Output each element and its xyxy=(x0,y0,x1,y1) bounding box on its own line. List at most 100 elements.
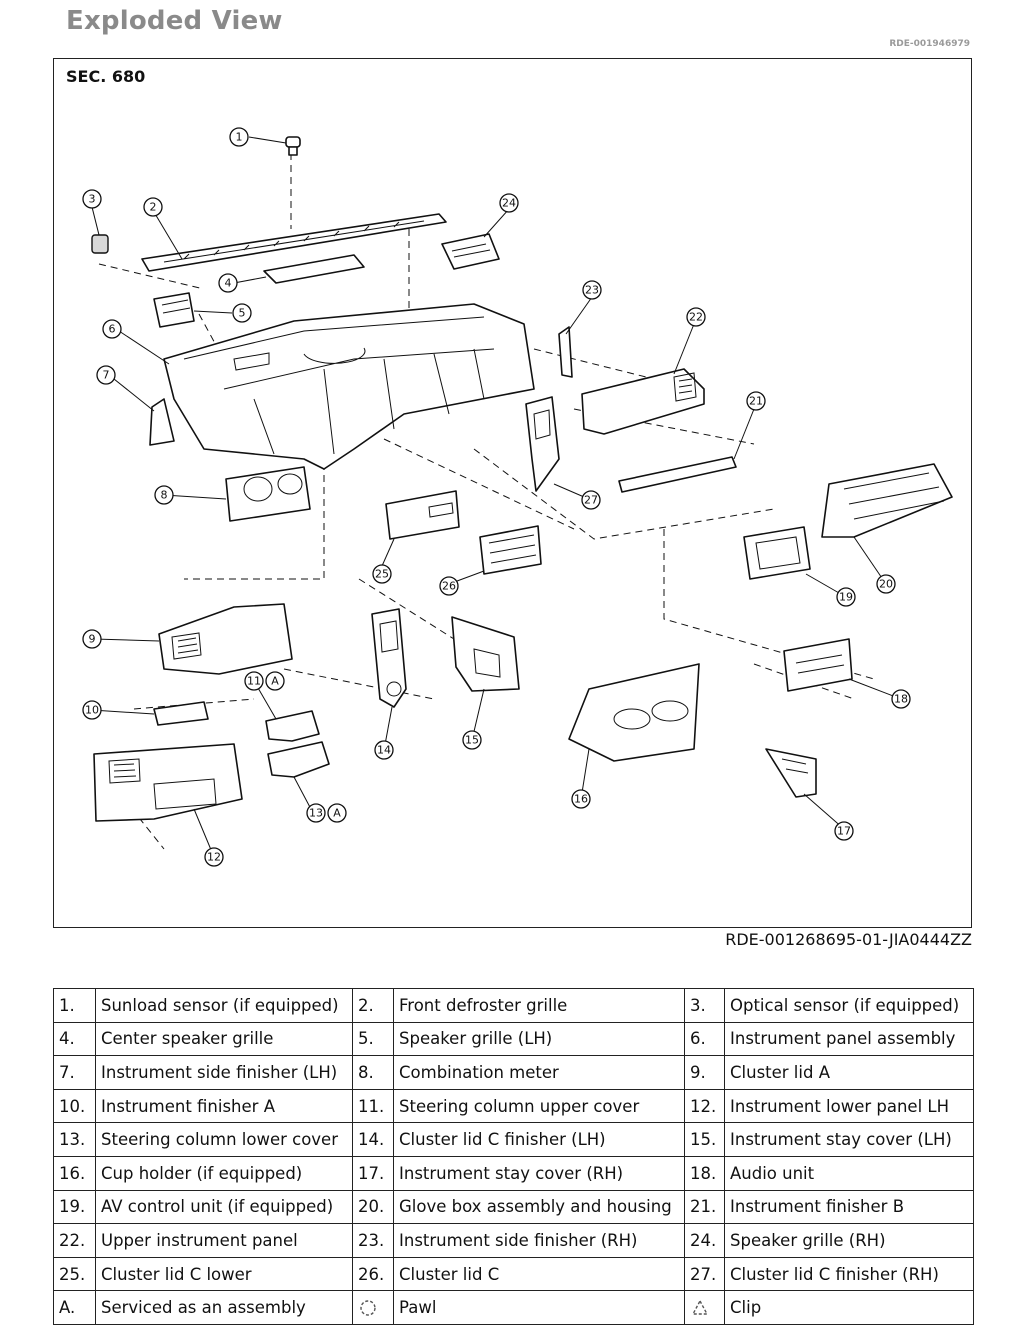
figure-code: RDE-001268695-01-JIA0444ZZ xyxy=(725,930,972,949)
page-title: Exploded View xyxy=(66,6,283,36)
callout-17: 17 xyxy=(834,821,854,841)
legend-number: 10. xyxy=(53,1088,96,1124)
svg-text:9: 9 xyxy=(89,633,96,646)
callout-16: 16 xyxy=(571,789,591,809)
legend-number: 4. xyxy=(53,1021,96,1057)
legend-number: A. xyxy=(53,1290,96,1325)
svg-text:27: 27 xyxy=(584,494,598,507)
svg-text:25: 25 xyxy=(375,568,389,581)
cup-holder-part xyxy=(568,663,700,762)
callout-markers: 1 2 3 4 5 6 7 8 9 10 11 A 12 13 A 14 15 … xyxy=(82,127,911,867)
legend-number: 13. xyxy=(53,1122,96,1157)
legend-label: Glove box assembly and housing xyxy=(393,1189,685,1225)
cluster-lid-c-finisher-lh-part xyxy=(371,608,407,708)
av-control-unit-part xyxy=(743,526,811,580)
svg-text:19: 19 xyxy=(839,591,853,604)
svg-text:23: 23 xyxy=(585,284,599,297)
legend-label: Combination meter xyxy=(393,1055,685,1090)
legend-number: 9. xyxy=(684,1055,725,1090)
legend-number: 7. xyxy=(53,1055,96,1090)
svg-text:17: 17 xyxy=(837,825,851,838)
legend-number: 6. xyxy=(684,1021,725,1057)
svg-text:21: 21 xyxy=(749,395,763,408)
legend-label: Serviced as an assembly xyxy=(95,1290,353,1325)
svg-text:6: 6 xyxy=(109,323,116,336)
legend-label: Speaker grille (LH) xyxy=(393,1021,685,1057)
instrument-stay-cover-lh-part xyxy=(451,616,520,692)
svg-text:13: 13 xyxy=(309,807,323,820)
instrument-side-finisher-rh-part xyxy=(558,326,573,378)
table-row: 1.Sunload sensor (if equipped)2.Front de… xyxy=(53,988,974,1023)
legend-number: 25. xyxy=(53,1256,96,1292)
callout-21: 21 xyxy=(746,391,766,411)
legend-number: 23. xyxy=(352,1223,394,1258)
legend-label: Cluster lid C finisher (RH) xyxy=(724,1256,974,1292)
callout-6: 6 xyxy=(102,319,122,339)
combination-meter-part xyxy=(225,466,311,522)
cluster-lid-a-part xyxy=(158,603,293,675)
instrument-lower-panel-lh-part xyxy=(93,743,243,822)
callout-7: 7 xyxy=(96,365,116,385)
callout-3: 3 xyxy=(82,189,102,209)
legend-number: 18. xyxy=(684,1155,725,1191)
svg-text:16: 16 xyxy=(574,793,588,806)
callout-12: 12 xyxy=(204,847,224,867)
callout-27: 27 xyxy=(581,490,601,510)
legend-label: Cluster lid C lower xyxy=(95,1256,353,1292)
legend-label: Audio unit xyxy=(724,1155,974,1191)
legend-label: Clip xyxy=(724,1290,974,1325)
svg-text:26: 26 xyxy=(442,580,456,593)
svg-text:3: 3 xyxy=(89,193,96,206)
svg-text:14: 14 xyxy=(377,744,391,757)
legend-number: 27. xyxy=(684,1256,725,1292)
exploded-view-figure: SEC. 680 xyxy=(53,58,972,928)
legend-number: 1. xyxy=(53,988,96,1023)
callout-4: 4 xyxy=(218,273,238,293)
callout-26: 26 xyxy=(439,576,459,596)
legend-number: 8. xyxy=(352,1055,394,1090)
legend-number: 20. xyxy=(352,1189,394,1225)
table-row: 16.Cup holder (if equipped)17.Instrument… xyxy=(53,1155,974,1191)
instrument-finisher-b-part xyxy=(618,456,737,493)
legend-number: 24. xyxy=(684,1223,725,1258)
cluster-lid-c-part xyxy=(479,525,542,575)
speaker-grille-rh-part xyxy=(441,233,500,270)
document-id: RDE-001946979 xyxy=(889,39,970,49)
svg-text:4: 4 xyxy=(225,277,232,290)
svg-text:7: 7 xyxy=(103,369,110,382)
svg-text:18: 18 xyxy=(894,693,908,706)
legend-label: Speaker grille (RH) xyxy=(724,1223,974,1258)
legend-label: Instrument side finisher (LH) xyxy=(95,1055,353,1090)
svg-text:20: 20 xyxy=(879,578,893,591)
optical-sensor-part xyxy=(91,234,109,254)
legend-number: 26. xyxy=(352,1256,394,1292)
svg-text:24: 24 xyxy=(502,197,516,210)
section-label: SEC. 680 xyxy=(66,67,146,86)
legend-label: Upper instrument panel xyxy=(95,1223,353,1258)
callout-18: 18 xyxy=(891,689,911,709)
legend-label: Sunload sensor (if equipped) xyxy=(95,988,353,1023)
steering-column-upper-cover-part xyxy=(265,710,320,742)
audio-unit-part xyxy=(783,638,853,692)
callout-8: 8 xyxy=(154,485,174,505)
svg-text:5: 5 xyxy=(239,307,246,320)
upper-instrument-panel-part xyxy=(581,368,705,435)
svg-text:12: 12 xyxy=(207,851,221,864)
legend-number: 15. xyxy=(684,1122,725,1157)
legend-label: Pawl xyxy=(393,1290,685,1325)
front-defroster-grille-part xyxy=(141,213,447,272)
callout-14: 14 xyxy=(374,740,394,760)
callout-13: 13 xyxy=(306,803,326,823)
legend-label: Cluster lid A xyxy=(724,1055,974,1090)
svg-text:10: 10 xyxy=(85,704,99,717)
callout-22: 22 xyxy=(686,307,706,327)
svg-text:11: 11 xyxy=(247,675,261,688)
cluster-lid-c-lower-part xyxy=(385,490,460,540)
instrument-panel-assembly-part xyxy=(163,303,535,470)
legend-number: 14. xyxy=(352,1122,394,1157)
glove-box-assembly-part xyxy=(821,463,953,538)
legend-label: Cluster lid C xyxy=(393,1256,685,1292)
